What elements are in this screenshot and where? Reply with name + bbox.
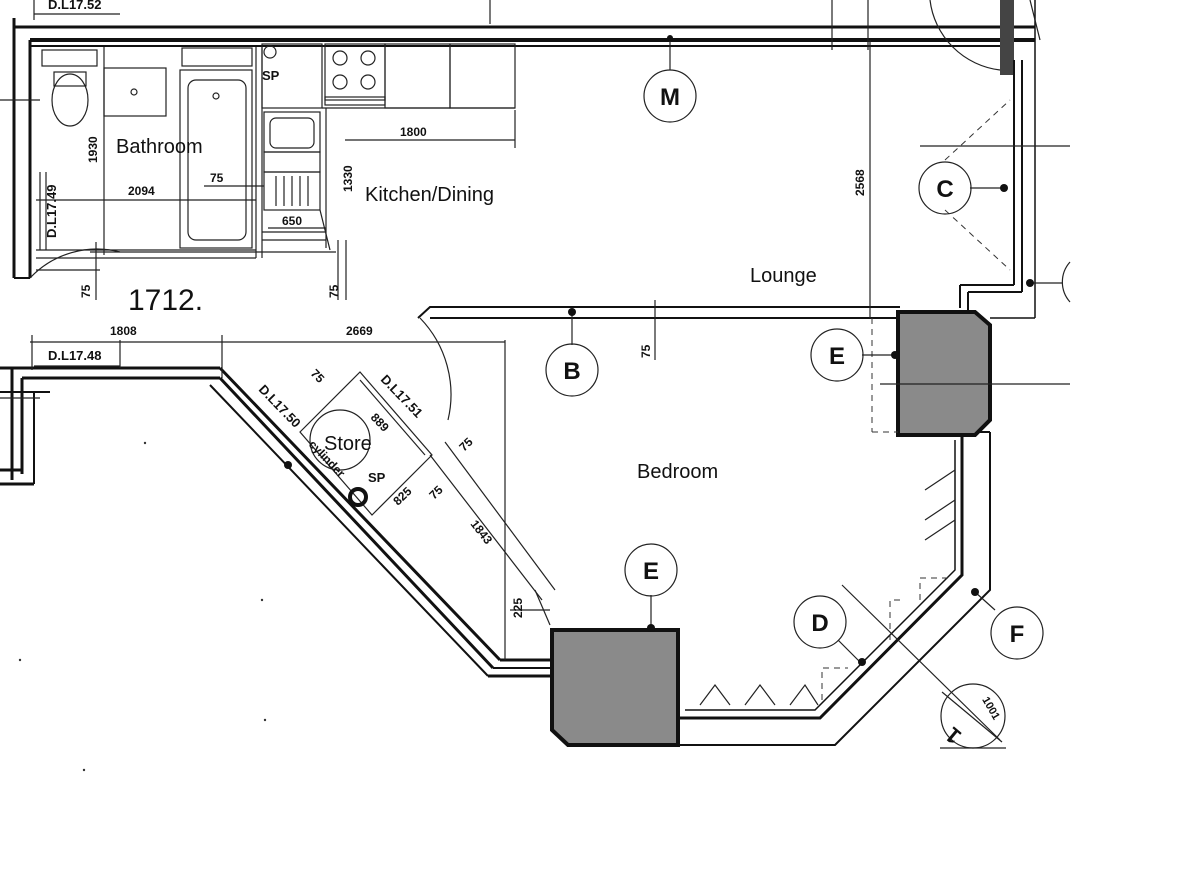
marker-d: D (811, 610, 828, 637)
tag-mid-left: D.L17.48 (48, 348, 101, 363)
structural-columns (550, 310, 992, 747)
marker-c: C (936, 176, 953, 203)
dim-889: 889 (368, 410, 392, 434)
dim-75-left: 75 (79, 284, 93, 298)
dim-1330: 1330 (341, 165, 355, 192)
dim-2669: 2669 (346, 324, 373, 338)
dim-75-bath: 75 (210, 171, 224, 185)
dim-1843: 1843 (468, 517, 496, 547)
dim-1800: 1800 (400, 125, 427, 139)
bathroom-fixtures (36, 47, 263, 259)
marker-m: M (660, 84, 680, 111)
dim-1808: 1808 (110, 324, 137, 338)
room-labels: Bathroom Kitchen/Dining Lounge Bedroom S… (116, 136, 817, 483)
dim-1930: 1930 (86, 136, 100, 163)
room-label-bathroom: Bathroom (116, 136, 203, 158)
sp-label-kitchen: SP (262, 68, 280, 83)
dim-225: 225 (511, 598, 525, 618)
drawing-specks (18, 441, 267, 772)
tag-top: D.L17.52 (48, 0, 101, 12)
dim-825: 825 (390, 484, 414, 508)
dashed-lines (699, 99, 1011, 706)
section-marker: 1 1001 (940, 683, 1006, 749)
walls (0, 0, 1036, 746)
dim-75-store-a: 75 (308, 366, 328, 386)
tag-left: D.L17.49 (44, 185, 59, 238)
room-label-store: Store (324, 433, 372, 455)
dim-2568: 2568 (853, 169, 867, 196)
dimension-lines (0, 0, 1070, 660)
dim-75-store-b: 75 (456, 435, 476, 455)
column-upper (896, 310, 992, 437)
markers: M B C E E D F (545, 69, 1044, 660)
sp-labels: SP SP (262, 68, 386, 485)
dim-75-right: 75 (327, 284, 341, 298)
marker-e-upper: E (829, 343, 845, 370)
tag-store-b: D.L17.51 (378, 372, 426, 421)
marker-b: B (563, 358, 580, 385)
marker-e-lower: E (643, 558, 659, 585)
store-cupboard (299, 371, 556, 601)
sp-label-store: SP (368, 470, 386, 485)
room-label-bedroom: Bedroom (637, 461, 718, 483)
section-sheet: 1001 (979, 695, 1002, 722)
dim-2094: 2094 (128, 184, 155, 198)
dim-75-lounge: 75 (639, 344, 653, 358)
marker-leaders (284, 35, 1062, 741)
column-lower (550, 628, 680, 747)
room-label-lounge: Lounge (750, 265, 817, 287)
dim-650: 650 (282, 214, 302, 228)
room-label-kitchen: Kitchen/Dining (365, 184, 494, 206)
unit-number: 1712. (128, 284, 203, 317)
marker-f: F (1010, 621, 1025, 648)
dim-75-store-c: 75 (426, 483, 446, 503)
section-number: 1 (940, 722, 965, 749)
kitchen-fixtures (261, 43, 516, 248)
